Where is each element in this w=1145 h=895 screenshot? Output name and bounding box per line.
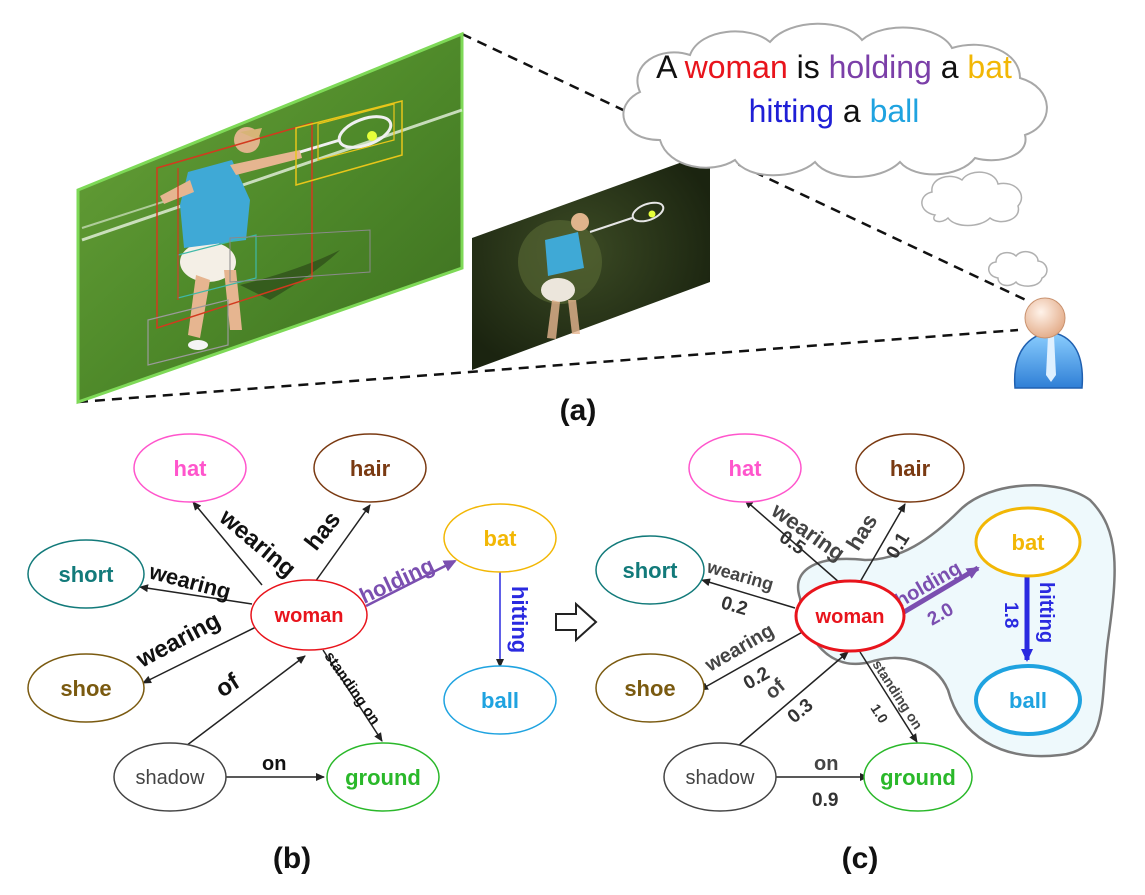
edge-holding-bat (365, 559, 457, 608)
node-hat: hat (133, 433, 247, 503)
node-label: hat (174, 456, 208, 481)
edge-standing-on (322, 649, 383, 742)
edge-wearing-short (701, 578, 796, 609)
caption-cloud: A woman is holding a bat hitting a ball (622, 22, 1048, 287)
node-bat: bat (443, 503, 557, 573)
hollow-right-arrow-icon (555, 601, 598, 643)
panel-label-c: (c) (842, 842, 879, 875)
node-shadow: shadow (663, 742, 777, 812)
caption-word: holding (829, 49, 941, 85)
node-label: short (59, 562, 115, 587)
node-label: shoe (624, 676, 675, 701)
caption-word: hitting (749, 93, 843, 129)
edge-wearing-short (139, 584, 253, 605)
node-label: short (623, 558, 679, 583)
node-short: short (595, 535, 705, 605)
node-ground: ground (863, 742, 973, 812)
panel-b-graph: wearing has wearing wearing holding hitt… (27, 433, 557, 812)
node-label: bat (484, 526, 518, 551)
caption-word: a (843, 93, 870, 129)
user-avatar-icon (1013, 297, 1084, 389)
caption-word: woman (684, 49, 797, 85)
caption-line-2: hitting a ball (749, 93, 920, 129)
caption-word: bat (967, 49, 1012, 85)
edge-weight: 1.8 (1000, 602, 1021, 628)
node-ball: ball (443, 665, 557, 735)
edge-weight: 0.9 (812, 790, 838, 811)
edge-label-wearing: wearing (146, 558, 234, 604)
edge-label-on: on (814, 753, 838, 775)
edge-label-standing-on: standing on (321, 649, 384, 728)
caption-word: is (797, 49, 829, 85)
edge-weight: 0.2 (719, 593, 750, 620)
node-hair: hair (855, 433, 965, 503)
caption-line-1: A woman is holding a bat (656, 49, 1012, 85)
node-label: ball (1009, 688, 1047, 713)
edge-shadow-of-woman (723, 651, 849, 759)
node-shoe: shoe (595, 653, 705, 723)
node-label: shoe (60, 676, 111, 701)
node-label: ball (481, 688, 519, 713)
node-woman: woman (250, 579, 368, 651)
node-hat: hat (688, 433, 802, 503)
panel-label-a: (a) (560, 394, 597, 427)
edge-has-hair (314, 504, 371, 583)
attention-photo (472, 152, 710, 370)
edge-label-hitting: hitting (1035, 582, 1057, 643)
panel-c-graph: wearing 0.5 has 0.1 wearing 0.2 wearing … (595, 433, 1116, 812)
edge-label-on: on (262, 753, 286, 775)
edge-wearing-shoe (142, 625, 259, 684)
edge-has-hair (859, 503, 906, 583)
node-label: woman (815, 606, 885, 628)
edge-label-wearing: wearing (131, 607, 225, 674)
edge-weight: 1.0 (867, 701, 891, 726)
node-ball: ball (974, 664, 1082, 736)
edge-wearing-hat (192, 501, 263, 586)
edge-label-hitting: hitting (507, 586, 532, 653)
edge-wearing-shoe (699, 629, 807, 691)
node-label: ground (880, 765, 956, 790)
node-label: shadow (136, 767, 205, 789)
node-shadow: shadow (113, 742, 227, 812)
edge-weight: 0.3 (784, 695, 818, 728)
tennis-photo (76, 31, 464, 405)
edge-wearing-hat (744, 499, 841, 584)
node-label: shadow (686, 767, 755, 789)
node-shoe: shoe (27, 653, 145, 723)
node-label: ground (345, 765, 421, 790)
node-label: bat (1012, 530, 1046, 555)
edge-shadow-of-woman (169, 655, 306, 759)
edge-label-holding: holding (356, 552, 439, 608)
caption-word: A (656, 49, 684, 85)
node-label: hair (350, 456, 391, 481)
edge-holding-bat (902, 565, 980, 615)
node-bat: bat (974, 506, 1082, 578)
edge-label-of: of (211, 668, 245, 703)
node-label: hat (729, 456, 763, 481)
node-woman: woman (794, 579, 906, 653)
caption-word: a (941, 49, 968, 85)
node-hair: hair (313, 433, 427, 503)
caption-word: ball (870, 93, 920, 129)
edge-standing-on (859, 651, 918, 743)
node-ground: ground (326, 742, 440, 812)
panel-a-photo (76, 31, 1031, 405)
node-label: hair (890, 456, 931, 481)
node-short: short (27, 539, 145, 609)
node-label: woman (274, 605, 344, 627)
edge-label-wearing: wearing (704, 556, 776, 594)
panel-label-b: (b) (273, 842, 311, 875)
